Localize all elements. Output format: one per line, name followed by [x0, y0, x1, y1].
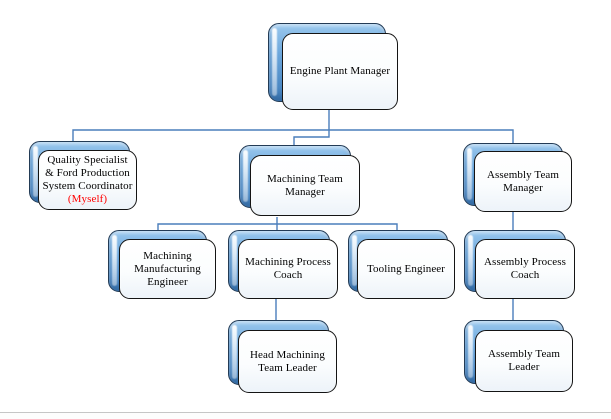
node-front-panel: Quality Specialist & Ford Production Sys… [38, 150, 137, 210]
org-node-assembly-team-manager[interactable]: Assembly Team Manager [463, 143, 572, 212]
org-node-machining-team-manager[interactable]: Machining Team Manager [239, 145, 360, 216]
node-front-panel: Assembly Process Coach [475, 239, 575, 299]
page-boundary-rule [0, 412, 611, 419]
node-note-myself: (Myself) [67, 193, 108, 205]
node-label: Tooling Engineer [366, 262, 446, 275]
org-node-head-machining-team-leader[interactable]: Head Machining Team Leader [228, 320, 337, 393]
node-front-panel: Machining Manufacturing Engineer [119, 239, 216, 299]
org-node-assembly-team-leader[interactable]: Assembly Team Leader [464, 320, 573, 392]
org-node-tooling-engineer[interactable]: Tooling Engineer [348, 230, 455, 299]
org-node-quality-specialist[interactable]: Quality Specialist & Ford Production Sys… [29, 141, 137, 210]
node-front-panel: Tooling Engineer [357, 239, 455, 299]
connector-rail1 [72, 129, 514, 145]
node-front-panel: Assembly Team Leader [475, 330, 573, 392]
node-front-panel: Engine Plant Manager [282, 33, 398, 110]
node-label: Head Machining Team Leader [249, 348, 326, 374]
org-node-engine-plant-manager[interactable]: Engine Plant Manager [268, 23, 398, 110]
org-node-machining-process-coach[interactable]: Machining Process Coach [228, 230, 338, 299]
node-front-panel: Assembly Team Manager [474, 151, 572, 212]
connector-jog-machining [293, 130, 330, 147]
node-label: Quality Specialist & Ford Production Sys… [42, 154, 133, 192]
node-front-panel: Machining Team Manager [250, 155, 360, 216]
node-front-panel: Machining Process Coach [238, 239, 338, 299]
org-node-assembly-process-coach[interactable]: Assembly Process Coach [464, 230, 575, 299]
node-front-panel: Head Machining Team Leader [238, 330, 337, 393]
node-label: Machining Manufacturing Engineer [134, 249, 201, 288]
node-label: Engine Plant Manager [289, 65, 391, 77]
org-node-machining-manufacturing-engineer[interactable]: Machining Manufacturing Engineer [108, 230, 216, 299]
node-label: Assembly Team Leader [487, 348, 561, 373]
node-label: Machining Team Manager [267, 172, 343, 198]
node-label: Assembly Process Coach [484, 256, 566, 281]
node-label: Machining Process Coach [245, 256, 331, 281]
node-label: Assembly Team Manager [486, 168, 560, 194]
